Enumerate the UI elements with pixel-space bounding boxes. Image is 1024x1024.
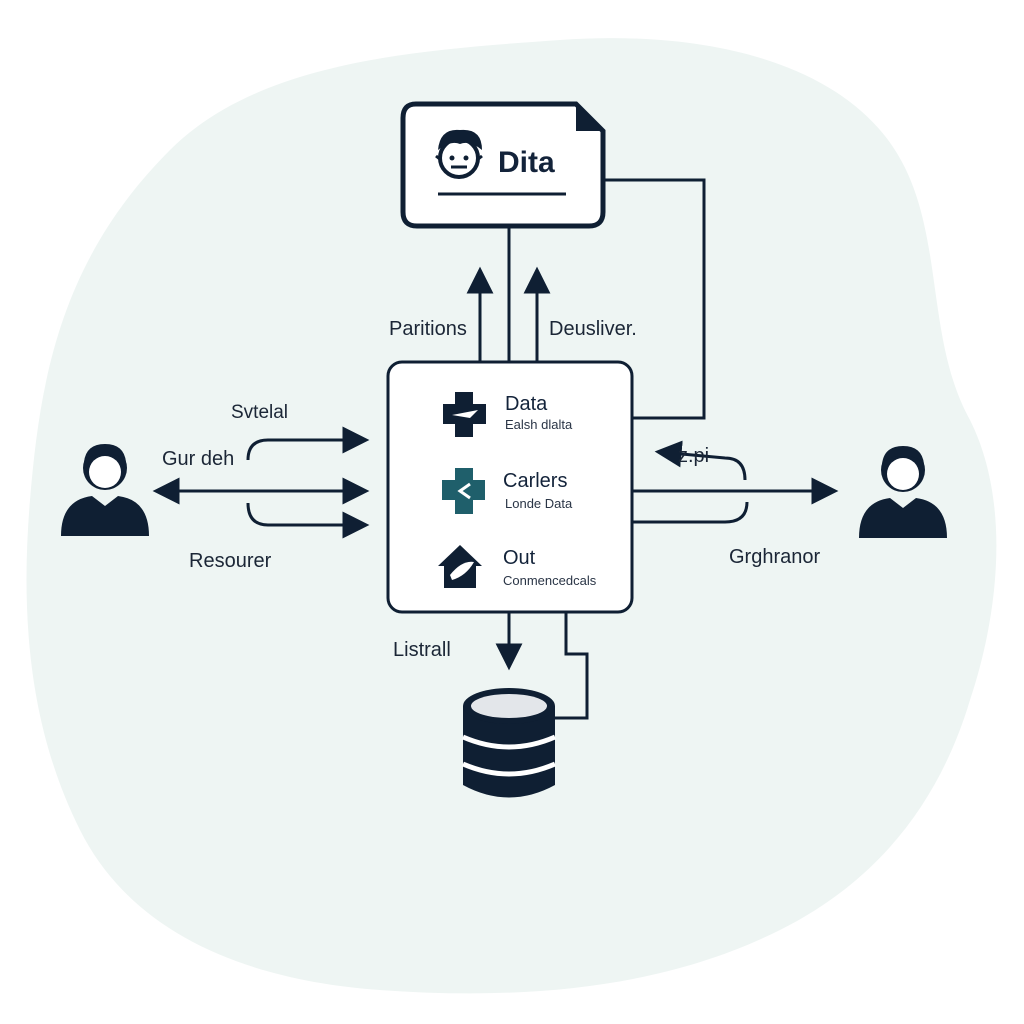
curve-left-bottom xyxy=(246,502,370,539)
label-right-top: z.pi xyxy=(678,445,710,467)
teal-cross-chevron-icon xyxy=(442,468,485,514)
arrow-right-top xyxy=(654,440,747,481)
database-icon xyxy=(462,688,556,798)
label-left-bottom: Resourer xyxy=(189,550,272,572)
right-user-icon xyxy=(859,446,947,538)
connector-feedback xyxy=(603,178,706,420)
label-up-left: Paritions xyxy=(389,318,467,340)
face-icon xyxy=(435,129,483,179)
label-left-top: Svtelal xyxy=(231,402,289,423)
curve-right-bottom xyxy=(632,501,749,524)
medical-cross-arrow-icon xyxy=(443,392,486,437)
left-user-icon xyxy=(61,444,149,536)
row-title-1: Data xyxy=(505,393,548,415)
row-subtitle-2: Londe Data xyxy=(505,496,573,511)
label-left-mid: Gur deh xyxy=(162,448,235,470)
curve-left-top xyxy=(246,438,269,461)
document-title: Dita xyxy=(498,146,555,179)
row-subtitle-3: Conmencedcals xyxy=(503,573,597,588)
row-title-3: Out xyxy=(503,547,536,569)
document-fold xyxy=(576,104,603,131)
label-up-right: Deusliver. xyxy=(549,318,637,340)
row-title-2: Carlers xyxy=(503,470,568,492)
label-right-bottom: Grghranor xyxy=(729,546,821,568)
connector-db-return xyxy=(555,612,589,720)
house-feather-icon xyxy=(438,545,482,588)
row-subtitle-1: Ealsh dlalta xyxy=(505,417,573,432)
label-down: Listrall xyxy=(393,639,451,661)
